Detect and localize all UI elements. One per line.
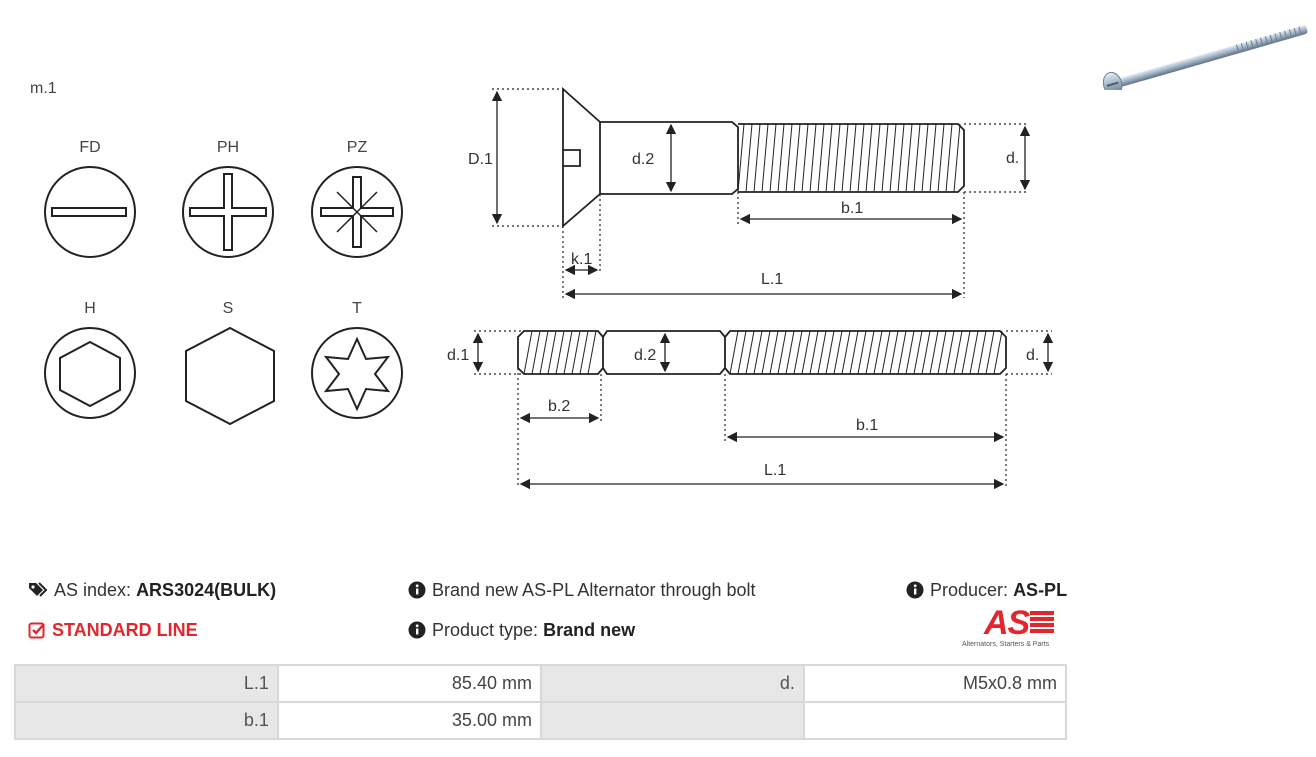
specs-table: L.1 85.40 mm d. M5x0.8 mm b.1 35.00 mm <box>14 664 1068 740</box>
info-icon <box>906 581 924 599</box>
dim-label-k1: k.1 <box>571 251 592 268</box>
logo-mark: AS <box>984 604 1030 642</box>
standard-line-text: STANDARD LINE <box>52 620 198 640</box>
screw-dimension-diagram-bottom: d.1 d.2 d. b.2 b.1 L.1 <box>447 330 1054 490</box>
dim-label-D1: D.1 <box>468 151 493 168</box>
checkbox-checked-icon <box>28 622 45 639</box>
phillips-drive-icon <box>182 166 274 258</box>
dim-label-d2: d.2 <box>632 151 654 168</box>
info-icon <box>408 581 426 599</box>
dim-label-d2: d.2 <box>634 347 656 364</box>
as-index-label: AS index: <box>54 580 132 600</box>
table-row: b.1 35.00 mm <box>14 701 1068 740</box>
dim-label-d: d. <box>1026 347 1039 364</box>
producer-value: AS-PL <box>1013 580 1068 600</box>
flat-slot-drive-icon <box>44 166 136 258</box>
product-type: Product type: Brand new <box>408 620 635 641</box>
screw-dimension-diagram-top: D.1 d.2 d. b.1 k.1 L.1 <box>468 86 1031 300</box>
torx-drive-icon <box>311 327 403 419</box>
drive-label-t: T <box>352 300 362 317</box>
spec-value: M5x0.8 mm <box>802 664 1068 703</box>
product-type-label: Product type: <box>432 620 539 640</box>
standard-line-badge: STANDARD LINE <box>28 620 198 641</box>
spec-value: 85.40 mm <box>276 664 542 703</box>
drive-label-h: H <box>84 300 96 317</box>
as-index: AS index: ARS3024(BULK) <box>28 580 276 601</box>
spec-key: b.1 <box>14 701 279 740</box>
table-row: L.1 85.40 mm d. M5x0.8 mm <box>14 664 1068 703</box>
logo-stripes <box>1030 611 1054 635</box>
drive-label-ph: PH <box>216 139 240 156</box>
product-image[interactable] <box>1085 0 1310 90</box>
product-type-value: Brand new <box>543 620 636 640</box>
as-index-value: ARS3024(BULK) <box>136 580 277 600</box>
spec-key: L.1 <box>14 664 279 703</box>
logo-tagline: Alternators, Starters & Parts <box>962 641 1050 648</box>
pozidriv-drive-icon <box>311 166 403 258</box>
product-description: Brand new AS-PL Alternator through bolt <box>408 580 756 601</box>
drive-label-s: S <box>222 300 234 317</box>
drive-label-pz: PZ <box>346 139 368 156</box>
hex-head-icon <box>185 326 275 426</box>
dim-label-L1: L.1 <box>761 271 783 288</box>
dim-label-b1: b.1 <box>841 200 863 217</box>
model-label: m.1 <box>30 80 57 97</box>
spec-value: 35.00 mm <box>276 701 542 740</box>
info-icon <box>408 621 426 639</box>
description-text: Brand new AS-PL Alternator through bolt <box>432 580 756 600</box>
dim-label-b1: b.1 <box>856 417 878 434</box>
hex-socket-drive-icon <box>44 327 136 419</box>
spec-key <box>539 701 805 740</box>
producer: Producer: AS-PL <box>906 580 1067 601</box>
dim-label-d1: d.1 <box>447 347 469 364</box>
spec-key: d. <box>539 664 805 703</box>
dim-label-L1: L.1 <box>764 462 786 479</box>
as-pl-logo: AS Alternators, Starters & Parts <box>962 604 1072 654</box>
spec-value <box>802 701 1068 740</box>
dim-label-b2: b.2 <box>548 398 570 415</box>
drive-label-fd: FD <box>79 139 101 156</box>
dim-label-d: d. <box>1006 150 1019 167</box>
producer-label: Producer: <box>930 580 1009 600</box>
tags-icon <box>29 582 48 597</box>
